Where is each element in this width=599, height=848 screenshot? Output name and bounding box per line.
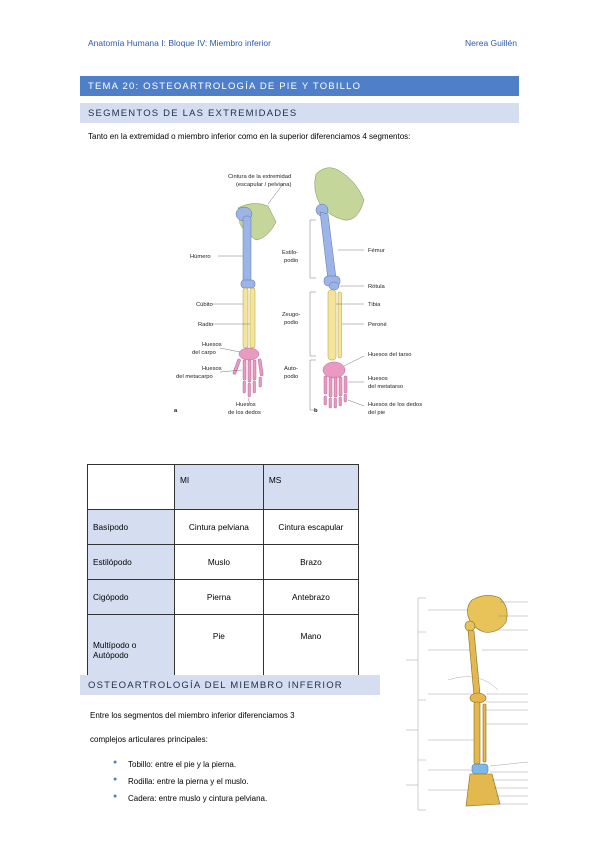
lower-limb-skeleton-figure xyxy=(406,595,529,811)
label-zeugo2: podio xyxy=(284,320,298,326)
label-dedospie1: Huesos de los dedos xyxy=(368,402,422,408)
section2-para1: Entre los segmentos del miembro inferior… xyxy=(90,711,295,720)
knee-bones xyxy=(469,692,487,704)
page-title: TEMA 20: OSTEOARTROLOGÍA DE PIE Y TOBILL… xyxy=(88,81,362,92)
bracket-lines xyxy=(406,597,426,811)
section2-heading: OSTEOARTROLOGÍA DEL MIEMBRO INFERIOR xyxy=(88,680,343,691)
tibia-bone xyxy=(473,701,481,765)
label-estilo1: Estilo- xyxy=(282,250,298,256)
intro-text: Tanto en la extremidad o miembro inferio… xyxy=(88,132,411,141)
table-row: Cigópodo Pierna Antebrazo xyxy=(87,579,360,615)
knee-arc xyxy=(447,676,499,691)
label-femur: Fémur xyxy=(368,248,385,254)
panel-a-label: a xyxy=(174,408,178,414)
label-zeugo1: Zeugo- xyxy=(282,312,300,318)
table-header-cell: MS xyxy=(262,464,360,510)
label-rotula: Rótula xyxy=(368,284,386,290)
segments-table: MI MS Basípodo Cintura pelviana Cintura … xyxy=(87,464,360,686)
right-leader-lines xyxy=(482,601,529,805)
label-carpo1: Huesos xyxy=(202,342,222,348)
femur-shape xyxy=(319,211,337,281)
header-left: Anatomía Humana I: Bloque IV: Miembro in… xyxy=(88,38,271,48)
table-header-cell xyxy=(87,464,175,510)
list-item: Tobillo: entre el pie y la pierna. xyxy=(113,759,236,769)
table-row: Multípodo o Autópodo Pie Mano xyxy=(87,614,360,686)
table-cell: Pierna xyxy=(174,579,264,615)
table-row: Basípodo Cintura pelviana Cintura escapu… xyxy=(87,509,360,545)
label-radio: Radio xyxy=(198,322,213,328)
label-estilo2: podio xyxy=(284,258,298,264)
label-tarso: Huesos del tarso xyxy=(368,352,412,358)
table-header-cell: MI xyxy=(174,464,264,510)
humerus-shape xyxy=(242,215,252,285)
hand-bones xyxy=(232,347,264,398)
tibia-shape xyxy=(327,289,337,361)
table-cell: Antebrazo xyxy=(262,579,360,615)
table-cell: Muslo xyxy=(174,544,264,580)
panel-b-label: b xyxy=(314,408,318,414)
table-row-label: Multípodo o Autópodo xyxy=(87,614,175,686)
femoral-head xyxy=(464,620,476,632)
section-heading: SEGMENTOS DE LAS EXTREMIDADES xyxy=(88,108,298,119)
fibula-bone xyxy=(482,703,487,763)
label-humero: Húmero xyxy=(190,254,211,260)
title-band: TEMA 20: OSTEOARTROLOGÍA DE PIE Y TOBILL… xyxy=(80,76,519,96)
foot-bones xyxy=(322,361,348,409)
label-dedos2: de los dedos xyxy=(228,410,261,416)
limb-segments-figure: Cintura de la extremidad (escapular / pe… xyxy=(174,167,422,416)
left-leader-lines xyxy=(428,609,474,791)
table-row: Estilópodo Muslo Brazo xyxy=(87,544,360,580)
table-row-label: Cigópodo xyxy=(87,579,175,615)
fibula-shape xyxy=(337,291,342,359)
header-right: Nerea Guillén xyxy=(465,38,517,48)
label-metacarpo2: del metacarpo xyxy=(176,374,213,380)
list-item: Rodilla: entre la pierna y el muslo. xyxy=(113,776,248,786)
leader-lines-a xyxy=(212,183,284,405)
segment-brackets xyxy=(309,219,365,411)
label-perone: Peroné xyxy=(368,322,387,328)
label-cubito: Cúbito xyxy=(196,302,213,308)
table-row-label: Basípodo xyxy=(87,509,175,545)
label-metacarpo1: Huesos xyxy=(202,366,222,372)
label-carpo2: del carpo xyxy=(192,350,216,356)
radius-shape xyxy=(249,287,256,349)
label-auto1: Auto- xyxy=(284,366,298,372)
label-metatarso1: Huesos xyxy=(368,376,388,382)
table-cell: Cintura escapular xyxy=(262,509,360,545)
section-heading-band: SEGMENTOS DE LAS EXTREMIDADES xyxy=(80,103,519,123)
label-metatarso2: del metatarso xyxy=(368,384,403,390)
section2-para2: complejos articulares principales: xyxy=(90,735,208,744)
label-cintura: Cintura de la extremidad xyxy=(228,174,291,180)
list-item: Cadera: entre muslo y cintura pelviana. xyxy=(113,793,267,803)
foot-bone xyxy=(465,773,501,807)
table-cell: Brazo xyxy=(262,544,360,580)
table-row-label: Estilópodo xyxy=(87,544,175,580)
ankle-highlight xyxy=(471,763,489,775)
pelvis-bone xyxy=(467,595,508,633)
label-tibia: Tibia xyxy=(368,302,381,308)
label-cintura2: (escapular / pelviana) xyxy=(236,182,291,188)
label-dedos1: Huesos xyxy=(236,402,256,408)
label-auto2: podio xyxy=(284,374,298,380)
table-cell: Mano xyxy=(262,614,360,686)
humerus-distal xyxy=(240,279,256,289)
section2-heading-band: OSTEOARTROLOGÍA DEL MIEMBRO INFERIOR xyxy=(80,675,380,695)
label-dedospie2: del pie xyxy=(368,410,385,416)
patella-shape xyxy=(328,281,340,291)
table-header-row: MI MS xyxy=(87,464,360,510)
ulna-shape xyxy=(242,287,249,349)
femur-bone xyxy=(467,629,481,697)
table-cell: Cintura pelviana xyxy=(174,509,264,545)
